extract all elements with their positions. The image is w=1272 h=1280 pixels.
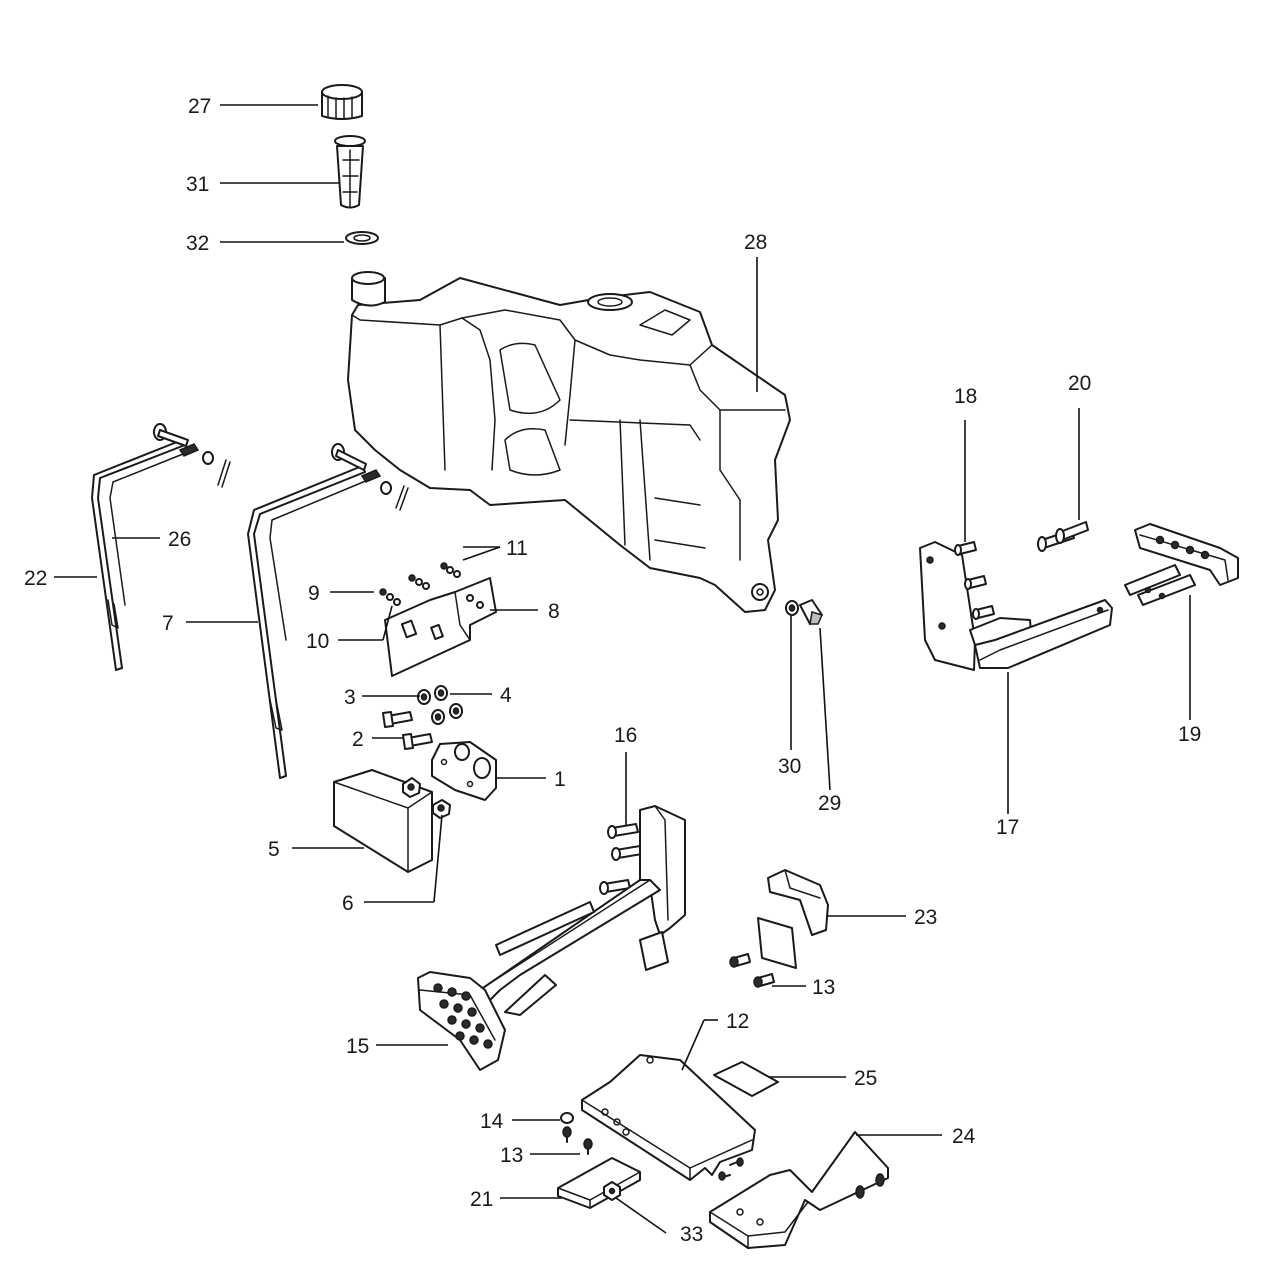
part-29-drain-plug — [799, 599, 824, 625]
callout-10: 10 — [306, 630, 329, 653]
callout-9: 9 — [308, 582, 320, 605]
parts-2-3-4-bolts-washers — [382, 685, 463, 750]
callout-20: 20 — [1068, 372, 1091, 395]
callout-23: 23 — [914, 906, 937, 929]
part-12-floor-plate — [581, 1054, 756, 1181]
parts-9-10-11-hardware — [379, 562, 461, 606]
part-20-bolts — [1037, 521, 1089, 552]
callout-32: 32 — [186, 232, 209, 255]
callout-14: 14 — [480, 1110, 504, 1133]
callout-6: 6 — [342, 892, 354, 915]
callout-13-upper: 13 — [812, 976, 835, 999]
callout-8: 8 — [548, 600, 560, 623]
part-32-gasket — [345, 231, 379, 245]
callout-5: 5 — [268, 838, 280, 861]
part-19-right-footrest — [1124, 523, 1239, 606]
callout-28: 28 — [744, 231, 767, 254]
callout-15: 15 — [346, 1035, 369, 1058]
leader-lines — [54, 104, 1191, 1234]
callout-7: 7 — [162, 612, 174, 635]
callout-1: 1 — [554, 768, 566, 791]
callout-12: 12 — [726, 1010, 749, 1033]
part-31-strainer — [334, 135, 366, 209]
callout-24: 24 — [952, 1125, 976, 1148]
callout-19: 19 — [1178, 723, 1201, 746]
callout-21: 21 — [470, 1188, 493, 1211]
callout-31: 31 — [186, 173, 209, 196]
callout-25: 25 — [854, 1067, 877, 1090]
part-30-washer — [785, 600, 799, 616]
part-27-filler-cap — [321, 84, 363, 120]
callout-26: 26 — [168, 528, 191, 551]
part-13-lower-bolts — [562, 1126, 744, 1181]
part-15-left-step — [417, 805, 686, 1071]
part-18-bolts — [954, 541, 995, 620]
part-23-cover — [757, 869, 829, 969]
part-25-label-pad — [713, 1061, 779, 1097]
part-24-stepped-plate — [709, 1131, 889, 1249]
callout-30: 30 — [778, 755, 801, 778]
part-33-nut — [603, 1181, 621, 1201]
part-6-nuts — [402, 777, 451, 819]
callout-13-lower: 13 — [500, 1144, 523, 1167]
part-14-washer — [560, 1112, 574, 1124]
callout-2: 2 — [352, 728, 364, 751]
callout-3: 3 — [344, 686, 356, 709]
part-1-mount-block — [431, 741, 497, 801]
part-28-fuel-tank — [347, 271, 791, 613]
callout-labels: 27 31 32 28 18 20 19 17 30 29 22 26 7 11… — [24, 95, 1201, 1246]
callout-22: 22 — [24, 567, 47, 590]
part-8-bracket-plate — [384, 577, 497, 677]
callout-16: 16 — [614, 724, 637, 747]
callout-29: 29 — [818, 792, 841, 815]
part-22-26-left-strap — [91, 423, 231, 671]
part-13-upper-bolts — [729, 953, 775, 988]
callout-17: 17 — [996, 816, 1019, 839]
part-17-right-step-bracket — [919, 541, 1113, 671]
part-21-small-plate — [557, 1157, 641, 1209]
part-7-right-strap — [247, 443, 409, 779]
callout-4: 4 — [500, 684, 512, 707]
callout-33: 33 — [680, 1223, 703, 1246]
callout-18: 18 — [954, 385, 977, 408]
callout-11: 11 — [506, 537, 528, 560]
callout-27: 27 — [188, 95, 211, 118]
